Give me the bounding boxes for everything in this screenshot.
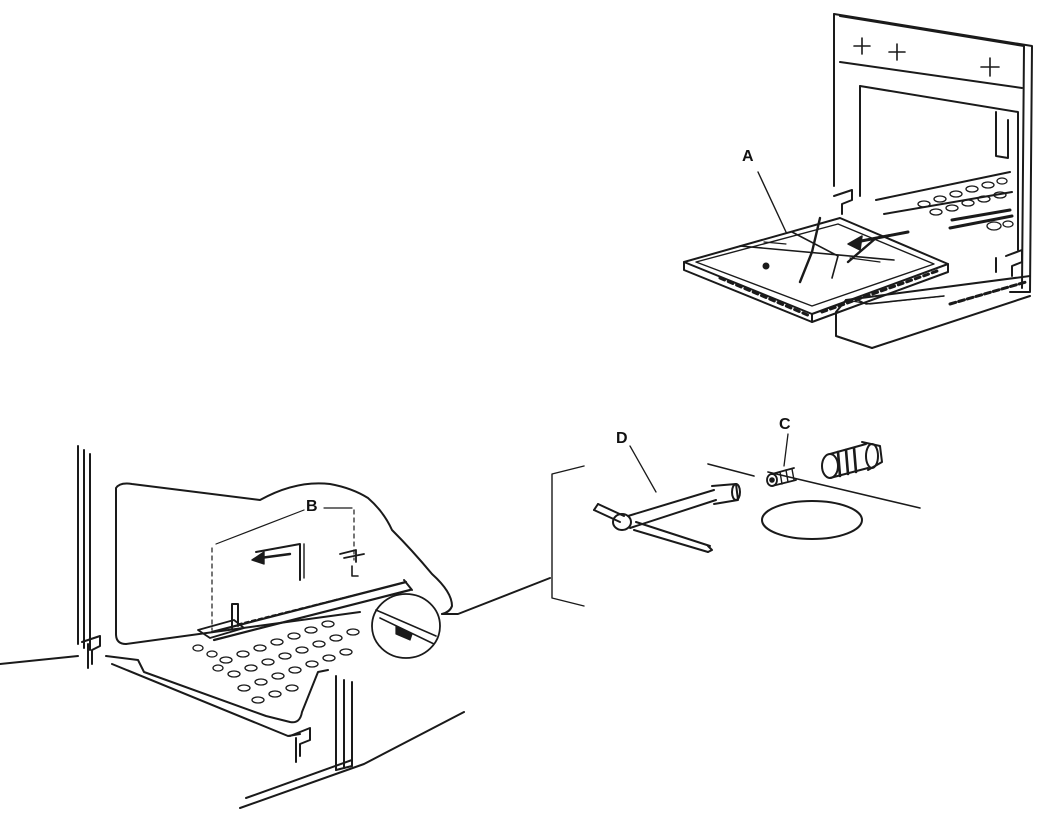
cavity-floor-holes xyxy=(192,620,360,704)
oven-cavity-burner-view xyxy=(0,445,551,809)
jet-nozzle-c xyxy=(761,433,883,540)
label-a: A xyxy=(742,148,754,165)
tray-a xyxy=(683,171,949,323)
burner-b xyxy=(197,507,441,659)
label-b: B xyxy=(306,498,318,515)
key-tool-d xyxy=(593,445,741,553)
oven-front-view xyxy=(833,13,1033,349)
control-marks xyxy=(853,37,1000,77)
label-c: C xyxy=(779,416,791,433)
label-d: D xyxy=(616,430,628,447)
cavity-floor-holes xyxy=(917,177,1014,231)
